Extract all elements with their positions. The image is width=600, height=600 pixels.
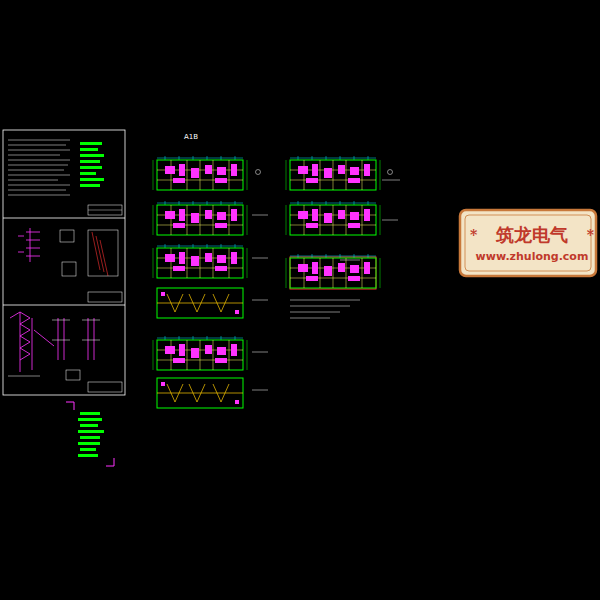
logo-text: * xyxy=(587,227,594,243)
sheet-label: A1B xyxy=(184,133,198,141)
logo-text: 筑龙电气 xyxy=(496,223,568,247)
logo-text: * xyxy=(470,227,477,243)
logo-text: www.zhulong.com xyxy=(466,250,598,263)
system-panel xyxy=(3,130,125,395)
logo-box: * 筑龙电气 * www.zhulong.com xyxy=(466,216,598,270)
legend-block xyxy=(66,402,114,466)
logo-title-row: * 筑龙电气 * xyxy=(466,223,598,247)
logo-frame xyxy=(460,210,596,276)
floor-plans xyxy=(153,156,400,408)
